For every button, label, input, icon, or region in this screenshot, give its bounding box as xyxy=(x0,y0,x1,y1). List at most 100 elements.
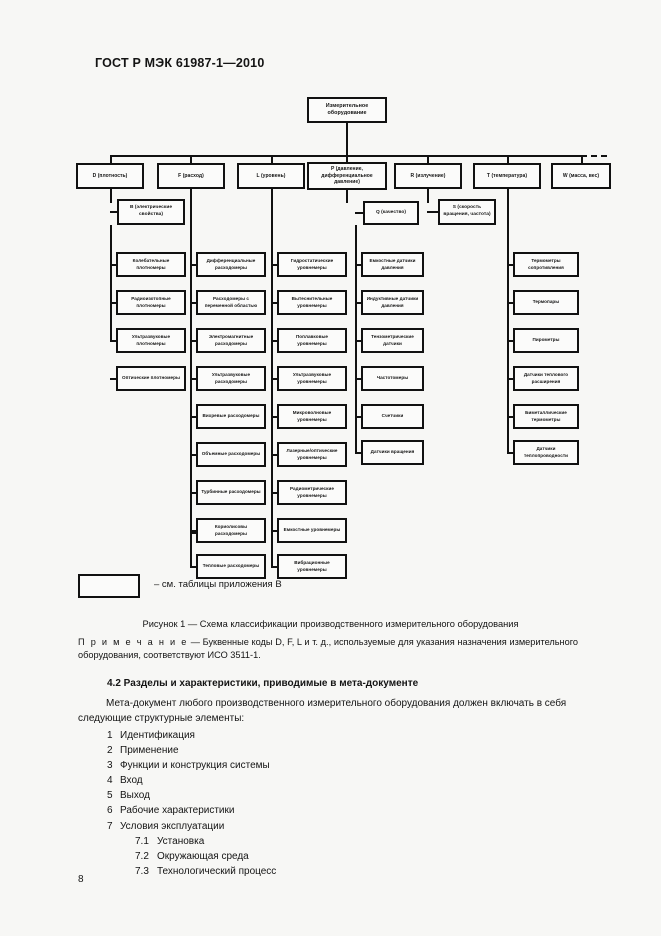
column-spine-l xyxy=(271,203,273,533)
connector-dashed xyxy=(581,155,607,157)
connector xyxy=(190,264,197,266)
connector xyxy=(190,302,197,304)
connector xyxy=(190,532,197,534)
list-item-number: 5 xyxy=(107,790,113,802)
list-item-label: Идентификация xyxy=(120,730,195,741)
connector xyxy=(346,123,348,156)
connector xyxy=(346,190,348,203)
connector xyxy=(427,189,429,203)
leaf-box: Поплавковые уровнемеры xyxy=(277,328,347,353)
column-spine-d xyxy=(110,225,112,342)
leaf-box: Термопары xyxy=(513,290,579,315)
leaf-box: Кориолисовы расходомеры xyxy=(196,518,266,543)
connector-bus xyxy=(110,155,581,157)
connector xyxy=(110,211,118,213)
connector xyxy=(110,264,117,266)
connector xyxy=(271,264,278,266)
list-item-label: Применение xyxy=(120,745,179,757)
page-number: 8 xyxy=(78,874,84,885)
leaf-box: Оптические плотномеры xyxy=(116,366,186,391)
list-subitem-number: 7.2 xyxy=(135,850,149,862)
section-paragraph: Мета-документ любого производственного и… xyxy=(78,697,580,726)
figure-caption: Рисунок 1 — Схема классификации производ… xyxy=(142,619,519,629)
list-subitem-number: 7.3 xyxy=(135,865,149,877)
legend-label: – см. таблицы приложения В xyxy=(154,579,282,590)
diagram-box-f: F (расход) xyxy=(157,163,225,189)
connector xyxy=(190,416,197,418)
diagram-box-w: W (масса, вес) xyxy=(551,163,611,189)
list-item: 1 Идентификация xyxy=(107,728,276,743)
column-spine-p xyxy=(355,225,357,452)
connector xyxy=(427,211,439,213)
leaf-box: Емкостные датчики давления xyxy=(361,252,424,277)
list-item-label: Вход xyxy=(120,775,143,787)
leaf-box: Тепловые расходомеры xyxy=(196,554,266,579)
section-heading: 4.2 Разделы и характеристики, приводимые… xyxy=(107,678,419,689)
list-item-label: Выход xyxy=(120,790,150,802)
leaf-box: Вихревые расходомеры xyxy=(196,404,266,429)
list-subitem-label: Установка xyxy=(157,835,205,847)
list-item-number: 2 xyxy=(107,745,113,757)
connector xyxy=(271,530,278,532)
leaf-box: Дифференциальные расходомеры xyxy=(196,252,266,277)
page-header: ГОСТ Р МЭК 61987-1—2010 xyxy=(95,56,265,70)
connector xyxy=(507,416,514,418)
diagram-legend: – см. таблицы приложения В xyxy=(78,574,598,600)
leaf-box: Расходомеры с переменной областью xyxy=(196,290,266,315)
list-item-number: 1 xyxy=(107,730,113,741)
list-subitem-label: Окружающая среда xyxy=(157,850,249,862)
note-dash: — xyxy=(190,637,200,647)
leaf-box: Вибрационные уровнемеры xyxy=(277,554,347,579)
leaf-box: Индуктивные датчики давления xyxy=(361,290,424,315)
connector xyxy=(271,189,273,203)
leaf-box: Вытеснительные уровнемеры xyxy=(277,290,347,315)
legend-sample-box xyxy=(78,574,140,598)
connector xyxy=(355,452,362,454)
connector xyxy=(507,189,509,203)
diagram-box-d: D (плотность) xyxy=(76,163,144,189)
column-spine-t xyxy=(507,203,509,452)
connector xyxy=(271,340,278,342)
connector xyxy=(271,416,278,418)
column-spine-f xyxy=(190,203,192,533)
connector xyxy=(355,212,364,214)
connector xyxy=(271,566,278,568)
leaf-box: Биметаллические термометры xyxy=(513,404,579,429)
connector xyxy=(507,452,514,454)
note-label: П р и м е ч а н и е xyxy=(78,637,189,647)
connector xyxy=(355,302,362,304)
connector xyxy=(110,378,117,380)
list-item: 6 Рабочие характеристики xyxy=(107,803,276,818)
connector xyxy=(507,340,514,342)
list-item: 5 Выход xyxy=(107,788,276,803)
connector xyxy=(110,189,112,203)
diagram-box-r: R (излучение) xyxy=(394,163,462,189)
list-item-label: Рабочие характеристики xyxy=(120,805,235,817)
connector xyxy=(507,264,514,266)
leaf-box: Электромагнитные расходомеры xyxy=(196,328,266,353)
leaf-box: Микроволновые уровнемеры xyxy=(277,404,347,429)
diagram-box-b: B (электрические свойства) xyxy=(117,199,185,225)
connector xyxy=(190,566,197,568)
connector xyxy=(110,340,117,342)
leaf-box: Радиоизотопные плотномеры xyxy=(116,290,186,315)
leaf-box: Лазерные/оптические уровнемеры xyxy=(277,442,347,467)
connector xyxy=(355,416,362,418)
connector xyxy=(355,264,362,266)
leaf-box: Ультразвуковые плотномеры xyxy=(116,328,186,353)
connector xyxy=(190,530,197,532)
list-item-number: 6 xyxy=(107,805,113,817)
connector xyxy=(271,378,278,380)
leaf-box: Счетчики xyxy=(361,404,424,429)
list-subitem-label: Технологический процесс xyxy=(157,865,277,877)
leaf-box: Ультразвуковые расходомеры xyxy=(196,366,266,391)
diagram-box-t: T (температура) xyxy=(473,163,541,189)
leaf-box: Колебательные плотномеры xyxy=(116,252,186,277)
leaf-box: Ультразвуковые уровнемеры xyxy=(277,366,347,391)
connector xyxy=(190,189,192,203)
leaf-box: Гидростатические уровнемеры xyxy=(277,252,347,277)
diagram-box-l: L (уровень) xyxy=(237,163,305,189)
